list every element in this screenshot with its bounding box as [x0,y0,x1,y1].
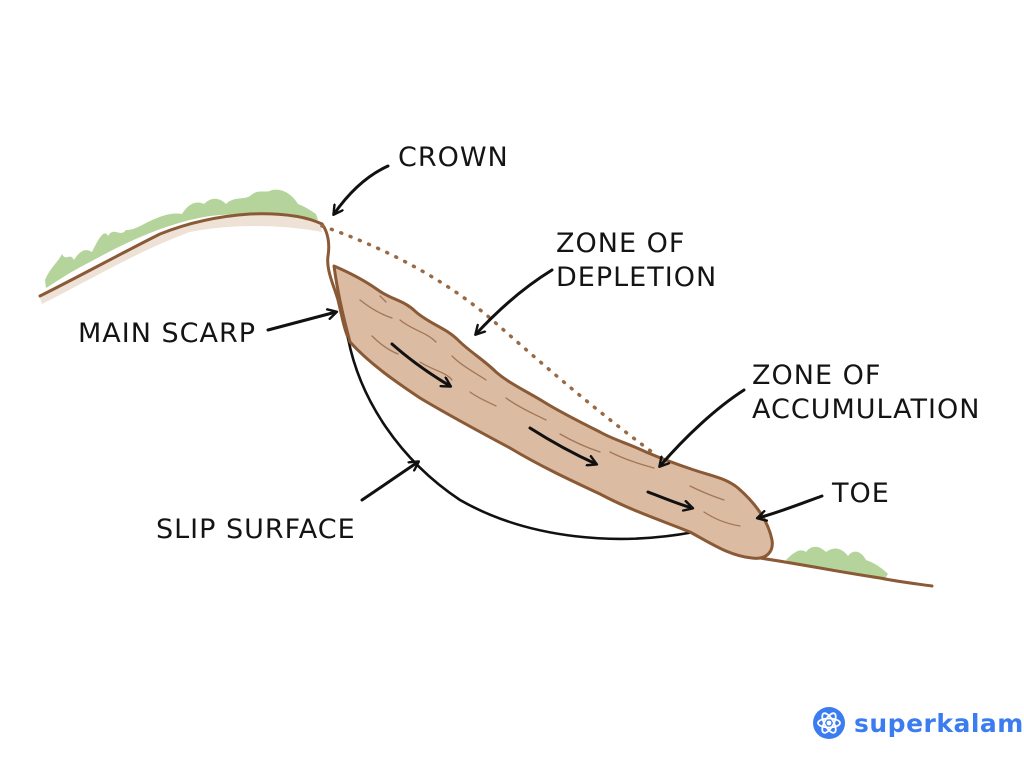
label-zone-of-depletion-line2: DEPLETION [556,262,717,293]
flow-arrow-2 [528,426,596,464]
landslide-mass [332,264,774,560]
upper-ground-line [38,212,324,298]
label-slip-surface: SLIP SURFACE [156,514,356,545]
brand-name: superkalam [854,708,1024,738]
mass-texture [359,295,741,527]
crown-pointer [334,164,390,214]
lower-ground-line [758,556,934,588]
label-crown: CROWN [398,142,509,173]
label-zone-of-accumulation-line2: ACCUMULATION [752,394,980,425]
slip-surface-curve [346,336,696,541]
depletion-pointer [476,268,554,334]
label-toe: TOE [831,478,890,509]
lower-slope-grass [786,546,888,580]
main-scarp-pointer [266,312,336,332]
atom-icon [813,707,845,739]
upper-slope-shadow [40,215,322,304]
label-main-scarp: MAIN SCARP [78,318,256,349]
accumulation-pointer [660,388,746,466]
flow-arrow-1 [390,342,450,386]
slip-surface-pointer [360,462,418,502]
toe-pointer [758,494,824,518]
upper-slope-grass [45,189,318,288]
label-zone-of-accumulation-line1: ZONE OF [752,360,881,391]
brand-logo: superkalam [812,706,1024,740]
label-zone-of-depletion-line1: ZONE OF [556,228,685,259]
main-scarp-face [320,222,352,344]
flow-arrow-3 [646,490,692,508]
